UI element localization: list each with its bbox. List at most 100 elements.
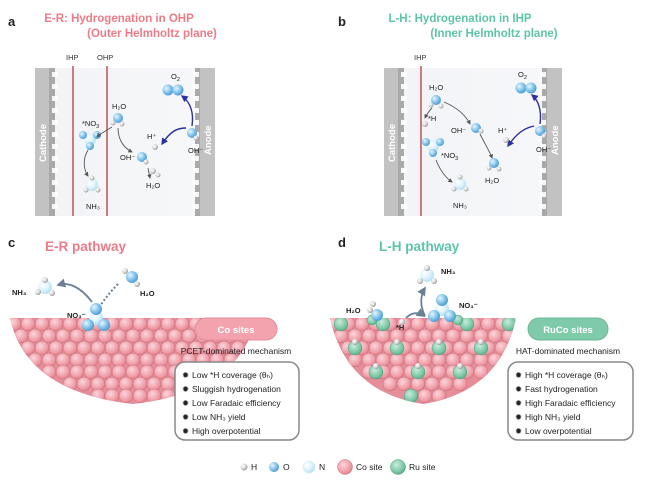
no3-molecule-c xyxy=(82,303,110,331)
o2-molecule-a xyxy=(162,84,184,96)
nh3-label-c: NH₃ xyxy=(12,288,27,297)
water-dissociation-arrow-a xyxy=(117,127,133,153)
proton-transfer-dotted-c xyxy=(99,283,119,307)
panel-b-subtitle: (Inner Helmholtz plane) xyxy=(430,28,557,40)
e-r-property-3: Low Faradaic efficiency xyxy=(192,398,281,408)
list-item: ✹ xyxy=(182,412,190,422)
legend-n-label: N xyxy=(319,462,325,472)
ruco-sites-badge: RuCo sites xyxy=(527,317,609,341)
h2o-label-c: H₂O xyxy=(140,289,155,298)
cathode-label-a: Cathode xyxy=(38,124,49,162)
legend-ru-label: Ru site xyxy=(409,462,436,472)
panel-a-title: E-R: Hydrogenation in OHP xyxy=(44,13,194,25)
co-site-icon xyxy=(337,459,353,475)
list-item: ✹ xyxy=(515,398,523,408)
o-atom-icon xyxy=(269,462,279,472)
panel-letter-c: c xyxy=(8,235,15,250)
anode-oxidation-arrow-a xyxy=(180,95,194,127)
h2o-top-label-a: H₂O xyxy=(112,102,126,111)
h-plus-a xyxy=(152,144,158,150)
e-r-property-1: Low *H coverage (θₕ) xyxy=(192,370,273,380)
ruco-catalyst-surface-d xyxy=(330,318,516,404)
h-plus-label-b: H⁺ xyxy=(498,126,507,135)
water-formation-arrow-a xyxy=(147,167,152,179)
anode-label-a: Anode xyxy=(203,125,214,155)
co-sites-badge: Co sites xyxy=(194,317,278,341)
legend-o-label: O xyxy=(283,462,290,472)
adsorbed-h-d xyxy=(352,339,484,369)
e-r-properties-list: ✹ Low *H coverage (θₕ) ✹ Sluggish hydrog… xyxy=(182,370,281,436)
no3-label-d: NO₃⁻ xyxy=(459,301,478,310)
nh3-label-d: NH₃ xyxy=(441,267,456,276)
panel-d: d L-H pathway xyxy=(330,235,634,441)
h2o-bottom-label-a: H₂O xyxy=(146,181,160,190)
h2o-top-label-b: H₂O xyxy=(429,83,443,92)
hydrogen-transfer-arrow-a xyxy=(96,126,113,138)
list-item: ✹ xyxy=(182,370,190,380)
n-atom-icon xyxy=(302,460,316,474)
proton-release-arrow-a xyxy=(161,127,187,146)
ihp-label-a: IHP xyxy=(66,53,79,62)
h2o-label-d: H₂O xyxy=(346,306,361,315)
h-star-label-b: *H xyxy=(428,114,436,123)
proton-release-arrow-b xyxy=(507,125,535,148)
product-release-arrow-d xyxy=(417,286,426,317)
water-dissociation-arrow-b xyxy=(443,101,471,125)
panel-c: c E-R pathway NH₃ xyxy=(8,235,300,441)
anode-electrode-a: Anode xyxy=(193,68,215,216)
list-item: ✹ xyxy=(515,412,523,422)
l-h-property-2: Fast hydrogenation xyxy=(525,384,598,394)
list-item: ✹ xyxy=(182,384,190,394)
pcet-mechanism-label: PCET-dominated mechanism xyxy=(181,346,292,356)
panel-a-electrolyte xyxy=(35,68,215,216)
oh-anode-b xyxy=(535,126,547,139)
h2o-top-b xyxy=(428,95,444,109)
list-item: ✹ xyxy=(515,384,523,394)
cathode-label-b: Cathode xyxy=(387,124,398,162)
nitrate-reduction-arrow-b xyxy=(435,159,453,183)
l-h-property-3: High Faradaic efficiency xyxy=(525,398,616,408)
nh3-product-b xyxy=(451,174,469,192)
list-item: ✹ xyxy=(182,426,190,436)
o2-label-b: O2 xyxy=(518,70,527,81)
panel-c-title: E-R pathway xyxy=(45,239,127,254)
legend-h-label: H xyxy=(251,462,257,472)
nitrate-reduction-arrow-a xyxy=(83,149,89,177)
h2o-top-a xyxy=(110,113,125,127)
panel-letter-b: b xyxy=(338,14,346,29)
no3-label-a: *NO3 xyxy=(82,119,99,130)
nh3-molecule-c xyxy=(35,277,55,296)
h-atom-icon xyxy=(240,463,248,471)
anode-oxidation-arrow-b xyxy=(530,94,542,125)
oh-center-b xyxy=(471,123,484,134)
h-star-label-d: *H xyxy=(396,323,404,332)
nh3-label-a: NH₃ xyxy=(86,202,100,211)
ohp-label-a: OHP xyxy=(97,53,113,62)
hydrogen-transfer-arrow-d xyxy=(405,308,426,319)
nh3-label-b: NH₃ xyxy=(453,201,467,210)
h2o-bottom-b xyxy=(486,158,502,172)
ihp-label-b: IHP xyxy=(414,53,427,62)
h2o-molecule-d xyxy=(367,301,383,321)
h-plus-label-a: H⁺ xyxy=(147,132,156,141)
panel-d-title: L-H pathway xyxy=(379,239,460,254)
water-formation-arrow-b xyxy=(479,133,493,159)
h-plus-b xyxy=(503,137,509,143)
no3-adsorbed-b xyxy=(422,138,444,157)
oh-anode-label-a: OH⁻ xyxy=(188,146,203,155)
oh-center-a xyxy=(137,152,149,165)
no3-label-b: *NO3 xyxy=(441,151,458,162)
h-star-d xyxy=(399,319,405,325)
no3-label-c: NO₃⁻ xyxy=(67,311,86,320)
no3-molecule-d xyxy=(428,294,456,322)
panel-b-title: L-H: Hydrogenation in IHP xyxy=(388,13,531,25)
oh-center-label-a: OH⁻ xyxy=(120,153,135,162)
panel-a: a E-R: Hydrogenation in OHP (Outer Helmh… xyxy=(8,13,217,216)
ru-sites-d xyxy=(333,318,516,404)
panel-letter-d: d xyxy=(338,235,346,250)
l-h-property-4: High NH₃ yield xyxy=(525,412,581,422)
product-release-arrow-c xyxy=(56,278,93,303)
co-sites-label: Co sites xyxy=(218,325,255,336)
oh-anode-label-b: OH⁻ xyxy=(536,145,551,154)
nh3-product-a xyxy=(83,175,101,193)
